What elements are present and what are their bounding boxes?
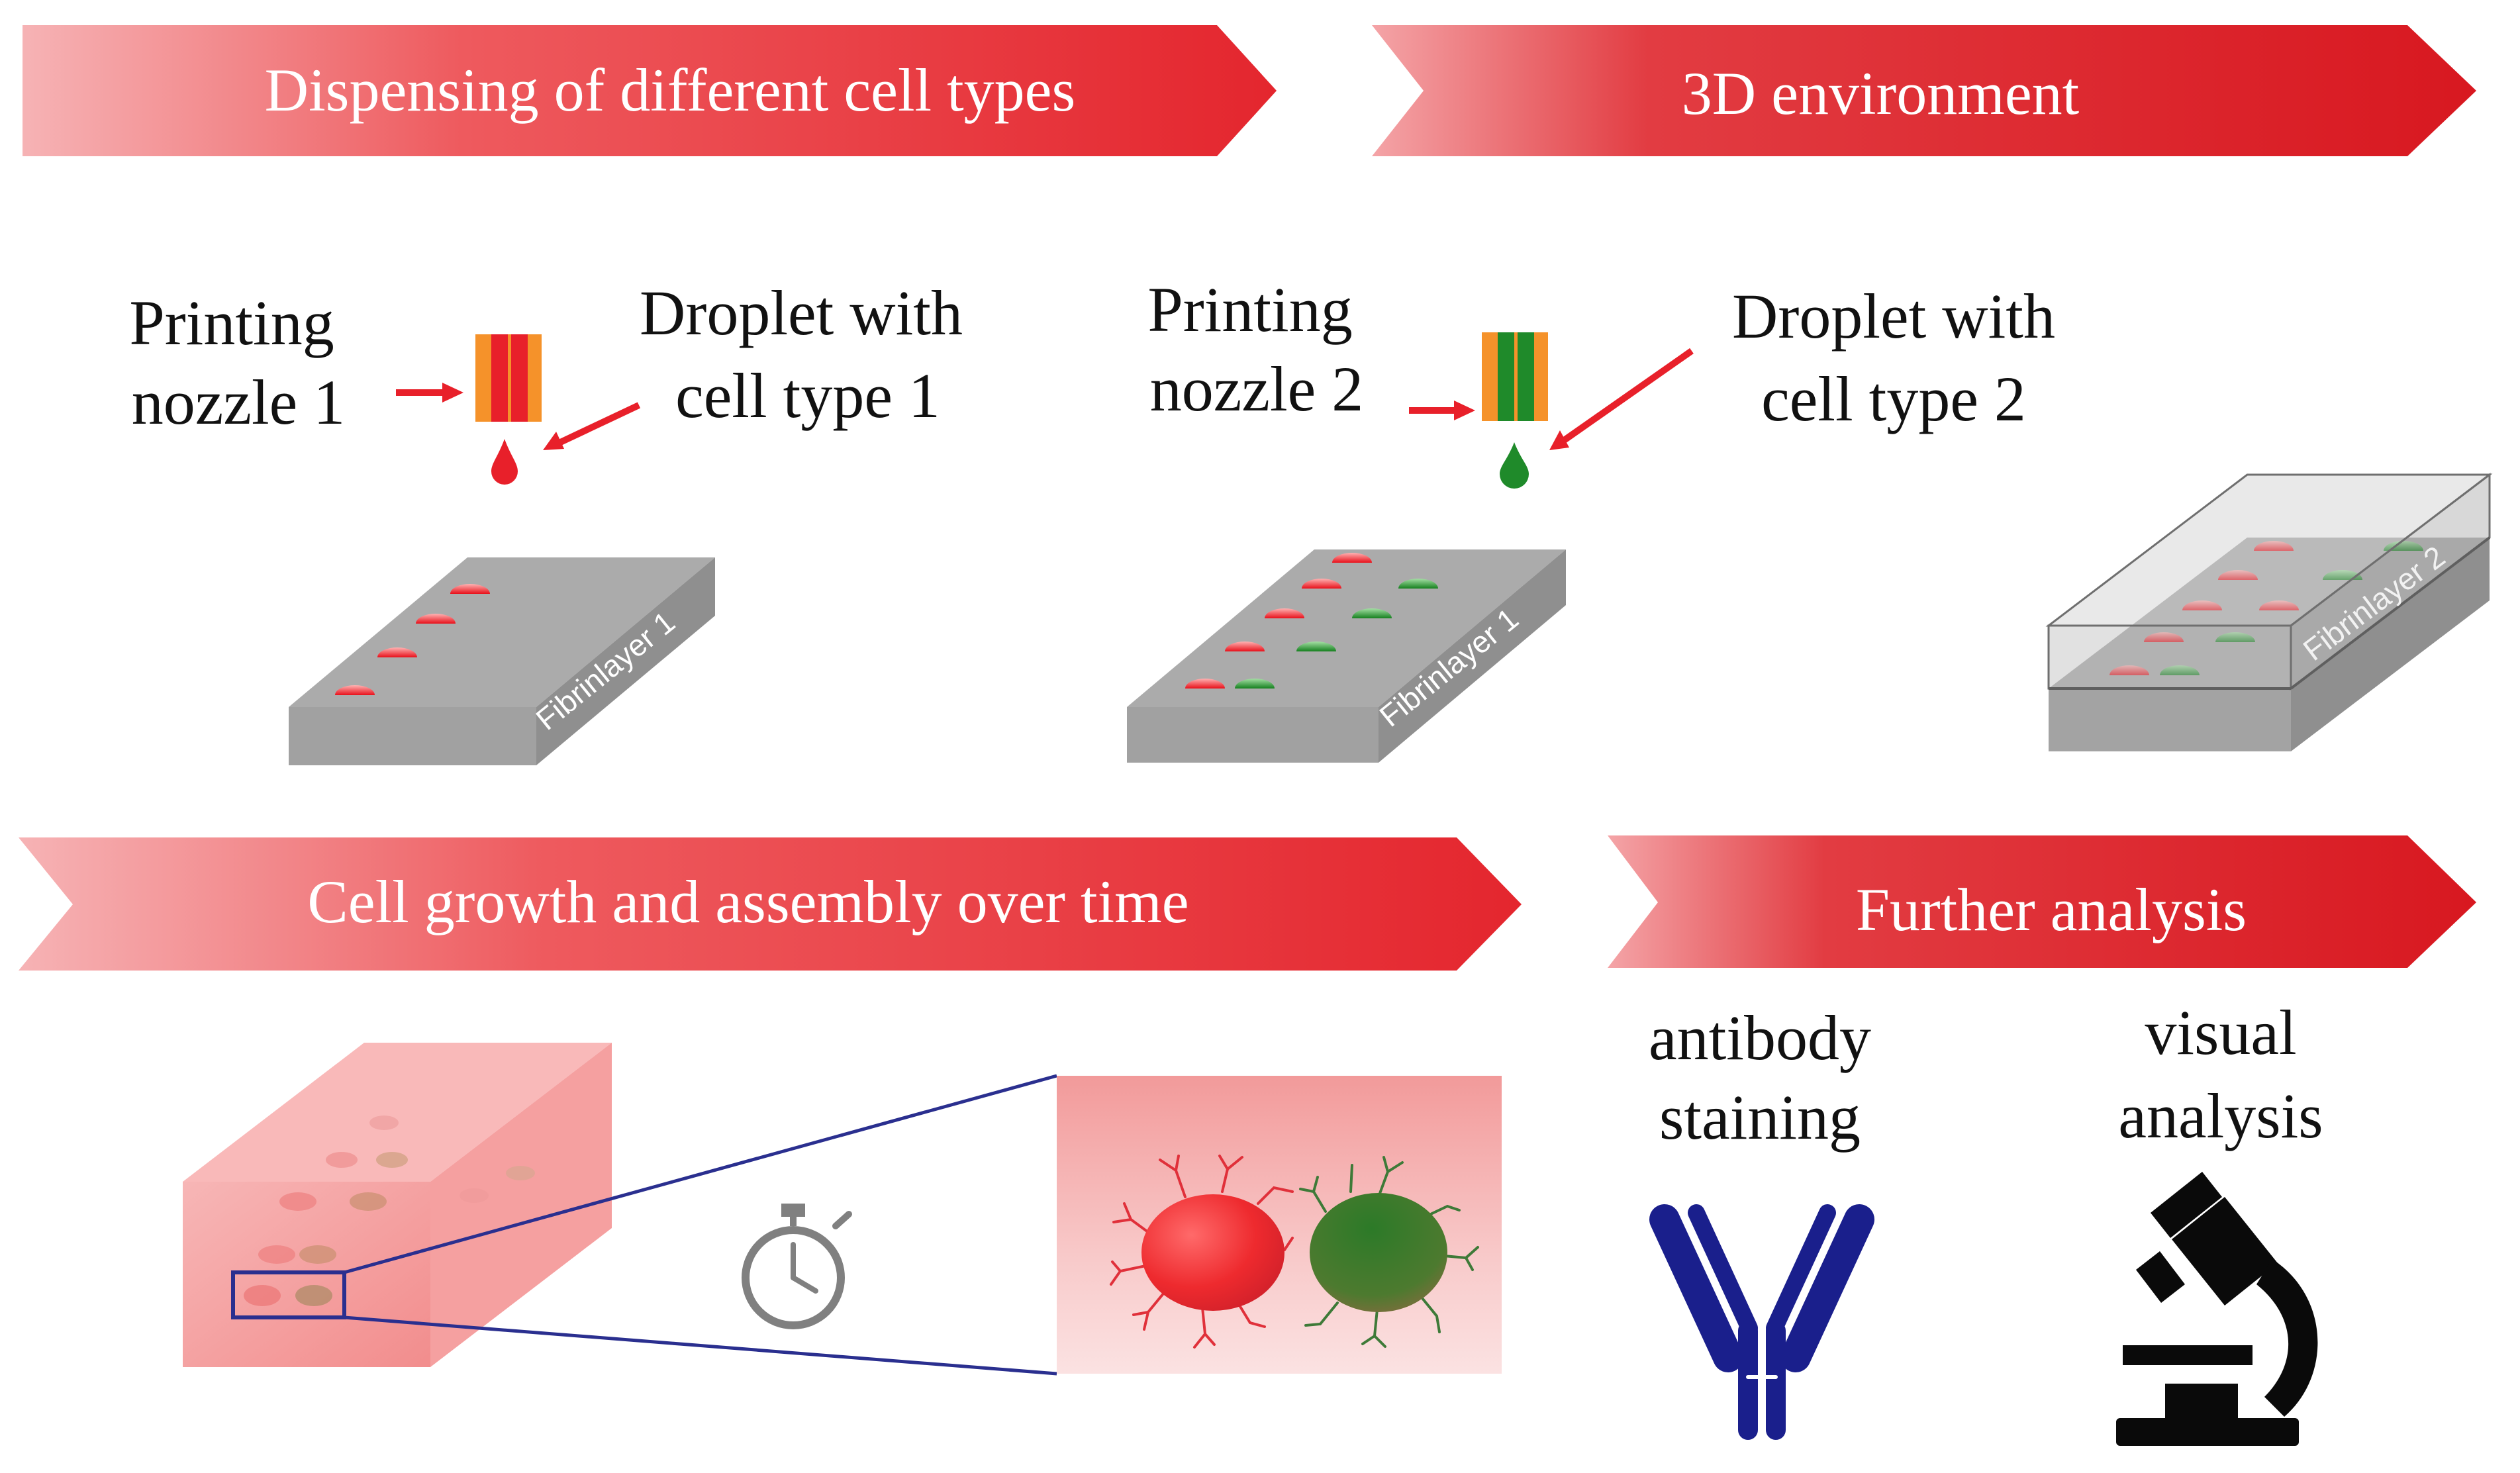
- antibody-staining: antibody staining: [1649, 1002, 1874, 1440]
- step-3-stack: Fibrinlayer 2: [2045, 472, 2493, 751]
- banner-dispensing: Dispensing of different cell types: [23, 25, 1277, 156]
- visual-analysis: visual analysis: [2116, 997, 2323, 1446]
- stopwatch-icon: [742, 1204, 852, 1329]
- green-cell-sprouts: [1299, 1156, 1479, 1348]
- banner-further-analysis: Further analysis: [1608, 835, 2476, 968]
- cell-drops-layer1-green: [1235, 579, 1438, 689]
- growth-3d-gel: [183, 1043, 612, 1367]
- droplet-2-label-line2: cell type 2: [1761, 363, 2026, 434]
- red-cell-spheroid: [1141, 1194, 1284, 1311]
- arrow-to-droplet-2: [1549, 348, 1694, 450]
- fibrin-layer-block-2: Fibrinlayer 1: [1127, 549, 1566, 763]
- zoom-lines: [344, 1074, 1057, 1376]
- embedded-cells: [258, 1116, 535, 1264]
- droplet-cell-type-1: [491, 439, 518, 485]
- green-cell-spheroid: [1310, 1193, 1447, 1312]
- fibrin-layer-block-1: Fibrinlayer 1: [289, 557, 715, 765]
- banner-cell-growth: Cell growth and assembly over time: [19, 837, 1522, 971]
- visual-label-line2: analysis: [2118, 1080, 2323, 1151]
- cell-drops-3d: [2109, 541, 2423, 675]
- cell-drops-layer1-red: [1185, 553, 1372, 689]
- nozzle-1-label-line1: Printing: [129, 287, 334, 358]
- banner-dispensing-label: Dispensing of different cell types: [265, 56, 1076, 124]
- antibody-label-line2: staining: [1659, 1082, 1861, 1153]
- arrow-to-nozzle-2: [1409, 401, 1475, 420]
- arrow-to-nozzle-1: [396, 383, 463, 403]
- printing-nozzle-1: [475, 334, 542, 422]
- step-1: Printing nozzle 1 Droplet with cell type…: [129, 277, 963, 765]
- banner-further-analysis-label: Further analysis: [1856, 876, 2247, 943]
- step-2: Printing nozzle 2 Droplet with cell type…: [1127, 274, 2055, 763]
- red-cell-sprouts: [1110, 1155, 1294, 1349]
- visual-label-line1: visual: [2145, 997, 2296, 1068]
- banner-3d-environment-label: 3D environment: [1682, 60, 2080, 127]
- arrow-to-droplet-1: [543, 402, 641, 450]
- banner-3d-environment: 3D environment: [1372, 25, 2476, 156]
- cell-drops-layer1: [335, 584, 490, 695]
- banner-cell-growth-label: Cell growth and assembly over time: [307, 868, 1188, 935]
- droplet-1-label-line2: cell type 1: [675, 360, 940, 431]
- zoomed-cells-panel: [1057, 1076, 1502, 1374]
- antibody-label-line1: antibody: [1649, 1002, 1871, 1073]
- droplet-1-label-line1: Droplet with: [640, 277, 963, 348]
- droplet-2-label-line1: Droplet with: [1732, 281, 2055, 352]
- antibody-icon: [1649, 1204, 1874, 1440]
- microscope-icon: [2116, 1172, 2318, 1446]
- nozzle-2-label-line2: nozzle 2: [1150, 354, 1364, 424]
- zoom-selection-box: [231, 1270, 346, 1319]
- droplet-cell-type-2: [1500, 442, 1529, 489]
- printing-nozzle-2: [1482, 332, 1548, 421]
- nozzle-1-label-line2: nozzle 1: [132, 367, 346, 438]
- nozzle-2-label-line1: Printing: [1147, 274, 1352, 345]
